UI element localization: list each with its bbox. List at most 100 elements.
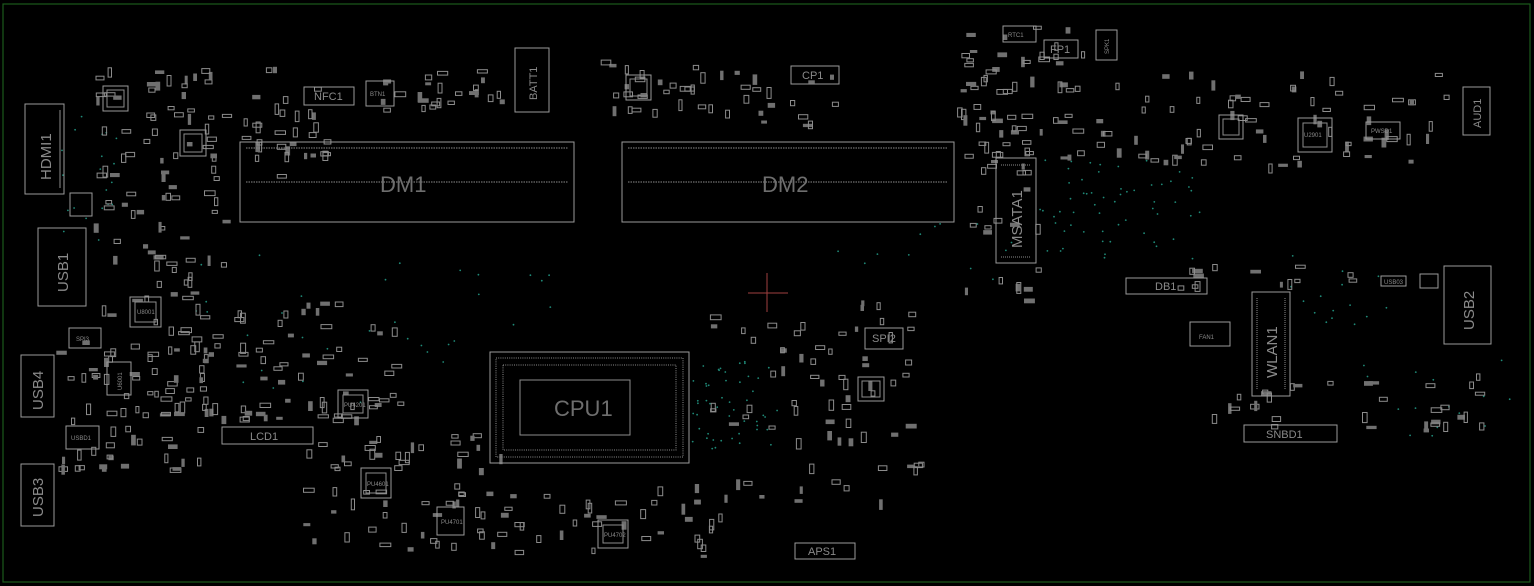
smd-pad — [639, 70, 645, 79]
chip-usb01[interactable]: USBD1 — [65, 425, 100, 450]
connector-snbd1[interactable]: SNBD1 — [1243, 424, 1338, 443]
via — [97, 239, 100, 241]
smd-pad — [88, 368, 98, 372]
via — [1191, 177, 1194, 179]
smd-pad — [368, 397, 380, 402]
smd-pad — [344, 532, 350, 543]
via — [1313, 311, 1316, 314]
chip-ic-2[interactable] — [102, 85, 129, 112]
smd-pad — [186, 142, 193, 147]
smd-pad — [631, 107, 642, 113]
dimm-slot-dm1[interactable]: DM1 — [239, 141, 575, 223]
smd-pad — [1177, 285, 1185, 291]
connector-db1[interactable]: DB1 — [1125, 277, 1208, 295]
via — [712, 439, 715, 441]
via — [1198, 211, 1201, 214]
smd-pad — [199, 377, 203, 384]
smd-pad — [151, 368, 158, 376]
connector-cp1[interactable]: CP1 — [790, 65, 840, 85]
smd-pad — [180, 236, 190, 240]
chip-ic-3[interactable] — [625, 74, 652, 101]
smd-pad — [1255, 129, 1264, 134]
connector-rtc1[interactable]: RTC1 — [1002, 25, 1037, 43]
smd-pad — [1431, 419, 1441, 425]
chip-u6001[interactable]: U6001 — [106, 361, 132, 396]
smd-pad — [1259, 102, 1270, 108]
usb1-label: USB1 — [55, 253, 72, 292]
smd-pad — [203, 347, 208, 354]
chip-pu4702[interactable]: PU4702 — [597, 519, 629, 549]
button-btn1[interactable]: BTN1 — [365, 80, 395, 107]
smd-pad — [345, 373, 353, 377]
smd-pad — [480, 511, 486, 520]
smd-pad — [282, 96, 289, 104]
smd-pad — [1345, 141, 1349, 153]
connector-usb3[interactable]: USB3 — [20, 463, 55, 527]
connector-lcd1[interactable]: LCD1 — [221, 426, 314, 445]
smd-pad — [591, 547, 596, 555]
smd-pad — [383, 500, 388, 507]
smd-pad — [208, 71, 213, 80]
chip-pu4201[interactable]: PU4201 — [337, 389, 369, 419]
connector-usb2[interactable]: USB2 — [1443, 265, 1492, 345]
smd-pad — [657, 79, 663, 86]
smd-pad — [263, 414, 268, 422]
connector-fp1[interactable]: FP1 — [1043, 39, 1079, 59]
chip-spi3[interactable]: SPI3 — [68, 327, 102, 349]
via — [1098, 212, 1101, 215]
smd-pad — [964, 153, 974, 159]
smd-pad — [62, 456, 66, 464]
via — [61, 149, 63, 152]
smd-pad — [174, 112, 184, 118]
cpu-package[interactable]: CPU1 — [489, 351, 690, 464]
chip-pu4701[interactable]: PU4701 — [436, 506, 465, 536]
chip-u8001[interactable]: U8001 — [129, 296, 162, 328]
connector-batt1[interactable]: BATT1 — [514, 47, 550, 113]
fp1-label: FP1 — [1050, 44, 1070, 56]
smd-pad — [478, 468, 484, 476]
via — [359, 401, 362, 404]
smd-pad — [1181, 144, 1184, 154]
connector-wlan1[interactable]: WLAN1 — [1251, 291, 1291, 397]
smd-pad — [572, 519, 578, 527]
smd-pad — [970, 85, 979, 91]
chip-u2901[interactable]: U2901 — [1297, 117, 1333, 153]
smd-pad — [242, 416, 250, 422]
smd-pad — [621, 521, 627, 530]
smd-pad — [908, 311, 917, 318]
via — [716, 406, 719, 409]
connector-nfc1[interactable]: NFC1 — [303, 86, 355, 106]
connector-fan1[interactable]: FAN1 — [1189, 321, 1231, 347]
chip-pu4601[interactable]: PU4601 — [360, 467, 392, 499]
smd-pad — [473, 84, 479, 91]
connector-aud1[interactable]: AUD1 — [1462, 86, 1491, 136]
chip-usbd1-small[interactable] — [1419, 273, 1439, 289]
via — [1151, 207, 1154, 210]
smd-pad — [1287, 279, 1293, 290]
smd-pad — [1053, 53, 1059, 61]
smd-pad — [1263, 134, 1267, 143]
chip-ic-1[interactable] — [179, 129, 207, 157]
connector-msata1[interactable]: MSATA1 — [995, 157, 1037, 264]
smd-pad — [1007, 114, 1017, 120]
via — [707, 432, 709, 435]
connector-spk1[interactable]: SPK1 — [1095, 29, 1118, 61]
via — [477, 293, 480, 296]
smd-pad — [800, 322, 806, 331]
chip-ic-4[interactable] — [1218, 114, 1244, 140]
chip-usb03[interactable]: USB03 — [1380, 275, 1407, 287]
smd-pad — [437, 82, 443, 94]
via — [1190, 189, 1193, 192]
chip-spi2[interactable]: SPI2 — [864, 327, 904, 350]
chip-ic-5[interactable] — [857, 376, 885, 402]
chip-ic-6[interactable] — [69, 192, 93, 217]
smd-pad — [456, 499, 460, 507]
connector-usb4[interactable]: USB4 — [20, 354, 55, 418]
dimm-slot-dm2[interactable]: DM2 — [621, 141, 955, 223]
connector-usb1[interactable]: USB1 — [37, 227, 87, 307]
chip-pwsd1[interactable]: PWSD1 — [1365, 121, 1401, 140]
via — [1363, 364, 1365, 367]
connector-hdmi1[interactable]: HDMI1 — [24, 103, 65, 195]
connector-aps1[interactable]: APS1 — [794, 542, 856, 560]
